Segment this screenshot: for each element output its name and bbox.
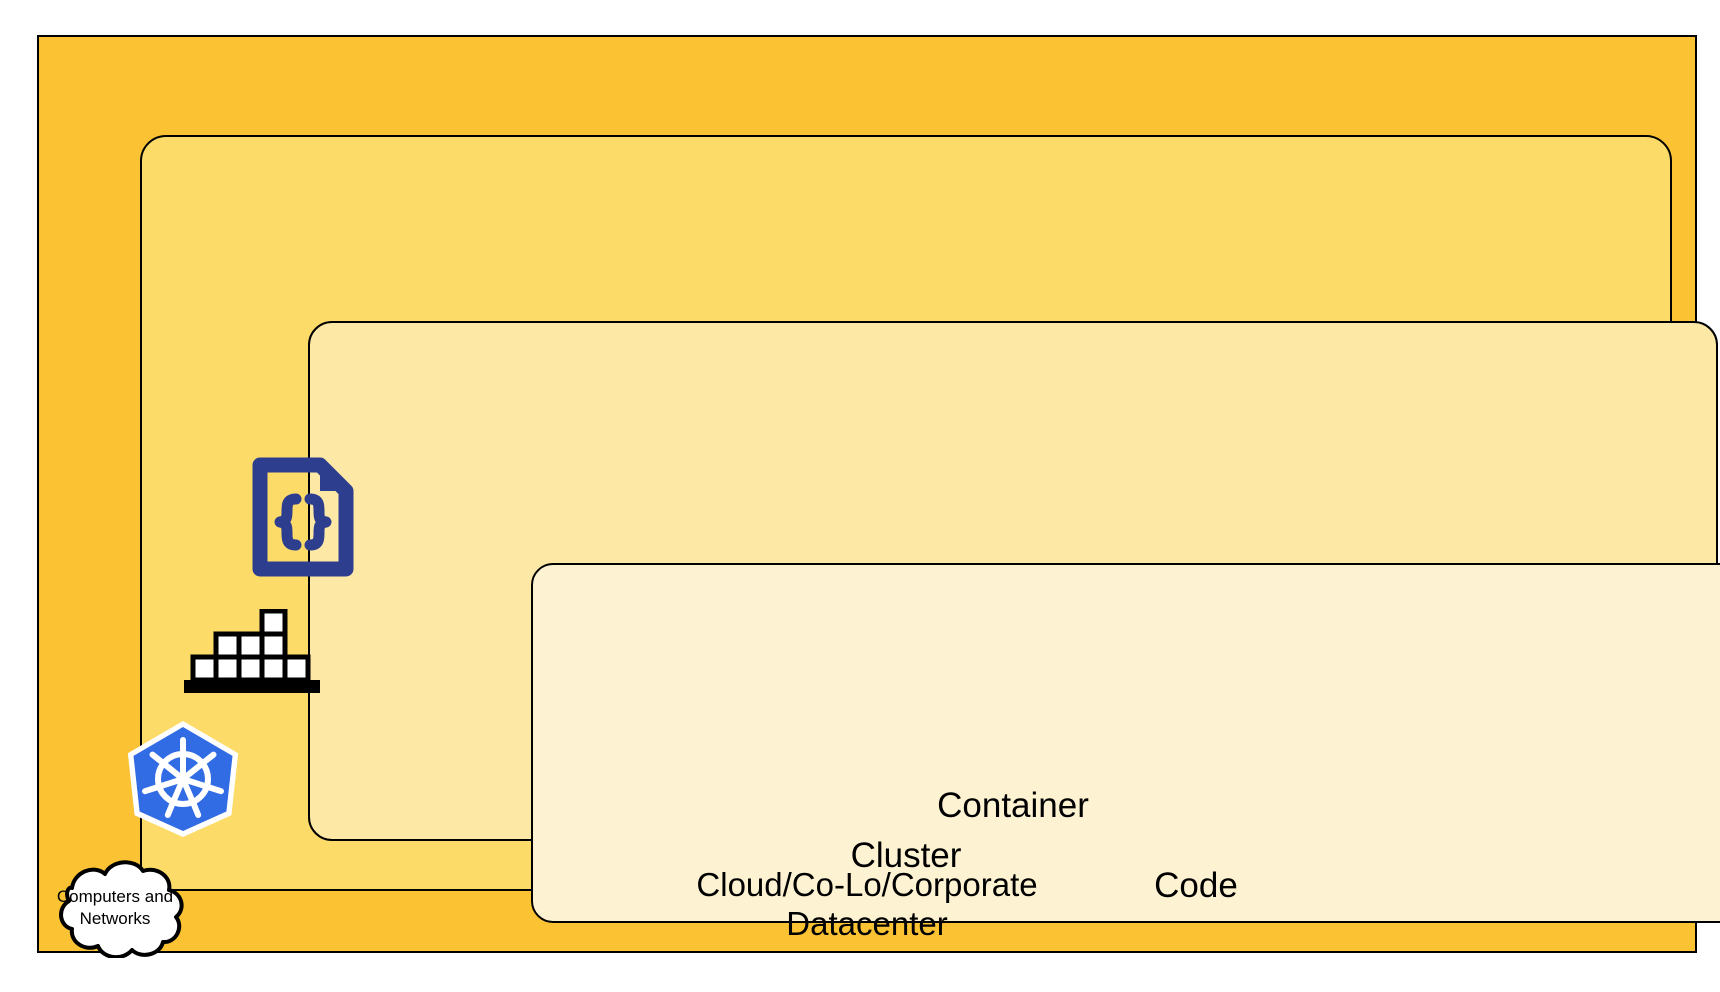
layer-label-code: Code bbox=[1154, 866, 1238, 906]
cloud-shape bbox=[36, 858, 194, 959]
layer-code[interactable]: Code bbox=[531, 563, 1720, 923]
layer-container[interactable]: Code Container bbox=[308, 321, 1720, 923]
code-braces-document-icon bbox=[244, 455, 356, 579]
layer-datacenter[interactable]: Code Container Cluster Cloud/Co-Lo/Corpo… bbox=[37, 35, 1720, 953]
container-block-stack-icon bbox=[184, 608, 320, 701]
layer-cluster[interactable]: Code Container Cluster bbox=[140, 135, 1720, 923]
kubernetes-helm-wheel-icon bbox=[122, 718, 244, 840]
